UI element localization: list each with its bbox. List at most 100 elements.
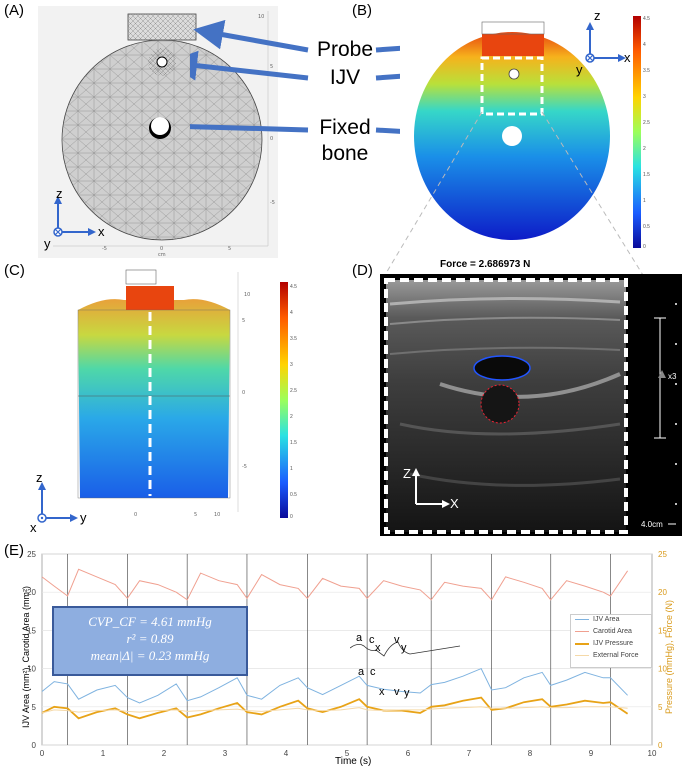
panel-d-ultrasound: [380, 274, 682, 536]
cb-c-tick: 3: [290, 362, 293, 368]
series-line-2: [41, 696, 629, 720]
stats-r2: r² = 0.89: [126, 631, 174, 646]
x-tick: 10: [648, 749, 657, 758]
stats-mean-delta: mean|Δ| = 0.23 mmHg: [90, 648, 210, 663]
panel-a-x-label: x: [98, 224, 105, 239]
wave-top-v: v: [394, 634, 400, 646]
cb-b-tick: 4: [643, 42, 646, 48]
y-tick-right: 15: [658, 626, 667, 635]
wave-bot-a: a: [358, 666, 365, 678]
y-tick-right: 5: [658, 703, 663, 712]
panel-b-colorbar-ticks: 4.5 4 3.5 3 2.5 2 1.5 1 0.5 0: [643, 14, 673, 250]
panel-e-stats-box: CVP_CF = 4.61 mmHg r² = 0.89 mean|Δ| = 0…: [52, 606, 248, 676]
svg-text:10: 10: [214, 512, 220, 518]
cb-c-tick: 3.5: [290, 336, 297, 342]
svg-text:0: 0: [270, 136, 273, 142]
legend-ijv-area: IJV Area: [593, 616, 620, 623]
y-tick-right: 10: [658, 665, 667, 674]
legend-external-force: External Force: [593, 652, 639, 659]
panel-b-axes-triad: [585, 22, 626, 63]
panel-c-label: (C): [4, 262, 25, 279]
x-tick: 8: [528, 749, 533, 758]
panel-c-y-label: y: [80, 510, 87, 525]
callout-probe: Probe: [316, 38, 374, 61]
panel-b-z-label: z: [594, 8, 601, 23]
svg-text:5: 5: [228, 246, 231, 252]
x-tick: 0: [40, 749, 45, 758]
x-tick: 3: [223, 749, 228, 758]
stats-cvp: CVP_CF = 4.61 mmHg: [88, 614, 212, 629]
cb-b-tick: 0: [643, 244, 646, 250]
x-tick: 4: [284, 749, 289, 758]
svg-text:-5: -5: [270, 200, 275, 206]
cb-b-tick: 4.5: [643, 16, 650, 22]
y-tick-left: 15: [27, 626, 36, 635]
x-tick: 5: [345, 749, 350, 758]
panel-b-y-label: y: [576, 62, 583, 77]
cb-c-tick: 0.5: [290, 492, 297, 498]
series-line-3: [41, 706, 628, 714]
legend-carotid-area: Carotid Area: [593, 628, 632, 635]
panel-e-waveform-inset: [350, 641, 461, 657]
cb-b-tick: 2: [643, 146, 646, 152]
cb-c-tick: 2: [290, 414, 293, 420]
wave-bot-y: y: [404, 687, 410, 699]
wave-top-c: c: [369, 634, 375, 646]
cb-b-tick: 0.5: [643, 224, 650, 230]
cb-c-tick: 1.5: [290, 440, 297, 446]
cb-b-tick: 3: [643, 94, 646, 100]
svg-text:0: 0: [134, 512, 137, 518]
panel-d-label: (D): [352, 262, 373, 279]
panel-c-axes-triad: [37, 482, 78, 523]
wave-top-x: x: [375, 642, 381, 654]
svg-text:-5: -5: [102, 246, 107, 252]
panel-c-x-label: x: [30, 520, 37, 535]
x-tick: 6: [406, 749, 411, 758]
x-tick: 2: [162, 749, 167, 758]
cb-c-tick: 4: [290, 310, 293, 316]
panel-d-force-label: Force = 2.686973 N: [440, 259, 531, 270]
wave-top-a: a: [356, 632, 363, 644]
y-tick-right: 20: [658, 588, 667, 597]
y-tick-left: 20: [27, 588, 36, 597]
y-tick-left: 25: [27, 550, 36, 559]
x-tick: 1: [101, 749, 106, 758]
x-tick: 9: [589, 749, 594, 758]
panel-d-scale-label: 4.0cm: [641, 520, 663, 529]
panel-e-ylabel-right: Pressure (mmHg), Force (N): [664, 600, 674, 715]
wave-bot-x: x: [379, 686, 385, 698]
cb-b-tick: 1.5: [643, 172, 650, 178]
cb-b-tick: 2.5: [643, 120, 650, 126]
cb-c-tick: 0: [290, 514, 293, 520]
panel-b-x-label: x: [624, 50, 631, 65]
cb-c-tick: 2.5: [290, 388, 297, 394]
cb-c-tick: 4.5: [290, 284, 297, 290]
zoom-guide-lines: [381, 111, 647, 281]
y-tick-left: 0: [32, 741, 37, 750]
callout-bone: bone: [321, 142, 369, 165]
y-tick-left: 5: [32, 703, 37, 712]
wave-bot-c: c: [370, 666, 376, 678]
panel-d-x-label: X: [450, 496, 459, 511]
panel-a-label: (A): [4, 2, 24, 19]
panel-a-mesh: 10 5 0 -5 -5 0 5 cm: [38, 6, 278, 258]
panel-c-colorbar-ticks: 4.5 4 3.5 3 2.5 2 1.5 1 0.5 0: [290, 282, 314, 522]
panel-e-xlabel: Time (s): [335, 756, 372, 767]
panel-a-y-label: y: [44, 236, 51, 251]
svg-text:5: 5: [270, 64, 273, 70]
cb-c-tick: 1: [290, 466, 293, 472]
panel-e-label: (E): [4, 542, 24, 559]
panel-c-heatmap: 5 0 -5 10 0 5 10: [34, 262, 298, 532]
svg-text:10: 10: [244, 292, 250, 298]
panel-e-ylabel-left: IJV Area (mm²), Carotid Area (mm²): [21, 585, 31, 729]
panel-e-legend: IJV Area Carotid Area IJV Pressure Exter…: [570, 614, 652, 668]
svg-text:cm: cm: [158, 252, 166, 258]
panel-d-z-label: Z: [403, 466, 411, 481]
svg-text:0: 0: [160, 246, 163, 252]
y-tick-right: 25: [658, 550, 667, 559]
cb-b-tick: 3.5: [643, 68, 650, 74]
panel-d-zoom-label: x3: [668, 372, 677, 381]
callout-ijv: IJV: [329, 66, 361, 89]
wave-top-y: y: [401, 642, 407, 654]
y-tick-right: 0: [658, 741, 663, 750]
